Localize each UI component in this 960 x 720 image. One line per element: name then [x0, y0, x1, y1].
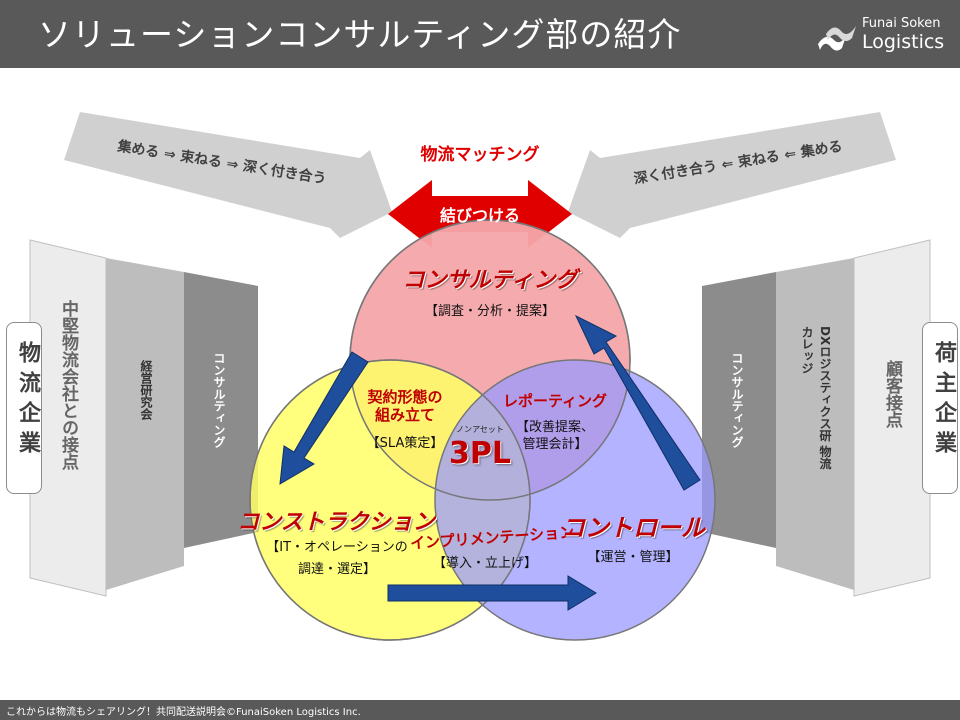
construction-title: コンストラクション [237, 510, 435, 535]
construction-sub-1: 【IT・オペレーションの [266, 540, 408, 555]
control-sub: 【運営・管理】 [587, 550, 679, 565]
contract-title-2: 組み立て [374, 406, 435, 424]
implementation-sub: 【導入・立上げ】 [432, 556, 537, 571]
logo-text-bottom: Logistics [862, 31, 945, 53]
center-3pl: 3PL [449, 436, 511, 471]
wave-logo-icon [818, 26, 856, 51]
company-logo: Funai Soken Logistics [816, 14, 946, 56]
left-panel-inner [184, 272, 258, 548]
left-gray-arrow [64, 112, 392, 238]
construction-sub-2: 調達・選定】 [297, 562, 376, 577]
reporting-sub-1: 【改善提案、 [515, 420, 594, 435]
control-title: コントロール [561, 514, 705, 542]
left-panel-inner-label: コンサルティング [212, 352, 226, 448]
flow-arrows [279, 314, 701, 611]
right-panel-outer-label: 顧客接点 [882, 360, 902, 428]
left-panel-outer-label: 中堅物流会社との接点 [58, 300, 78, 470]
logistics-company-label: 物流企業 [6, 322, 42, 494]
flow-arrow-down-left [279, 351, 369, 485]
header-bar: ソリューションコンサルティング部の紹介 Funai Soken Logistic… [0, 0, 960, 68]
footer-text: これからは物流もシェアリング！共同配送説明会©FunaiSoken Logist… [6, 707, 361, 718]
footer-bar: これからは物流もシェアリング！共同配送説明会©FunaiSoken Logist… [0, 700, 960, 720]
contract-sub: 【SLA策定】 [366, 436, 444, 451]
right-panel-inner-label: コンサルティング [730, 352, 744, 448]
contract-title-1: 契約形態の [367, 388, 443, 406]
matching-label: 物流マッチング [420, 145, 540, 165]
right-panel-middle-label: DXロジスティクス研 物流カレッジ [800, 326, 832, 470]
left-panel-middle-label: 経営研究会 [139, 360, 153, 420]
consulting-title: コンサルティング [402, 268, 578, 293]
connect-label: 結びつける [439, 206, 520, 225]
consulting-sub: 【調査・分析・提案】 [424, 304, 555, 319]
logistics-company-text: 物流企業 [15, 341, 40, 461]
center-ruby: ノンアセット [456, 425, 504, 434]
control-circle [434, 359, 716, 641]
flow-arrow-right [387, 575, 597, 611]
reporting-sub-2: 管理会計】 [522, 437, 588, 452]
solution-diagram [29, 112, 931, 641]
page-title: ソリューションコンサルティング部の紹介 [38, 15, 682, 54]
reporting-title: レポーティング [502, 392, 608, 410]
shipper-company-label: 荷主企業 [922, 322, 958, 494]
right-panel-middle [776, 258, 854, 590]
shipper-company-text: 荷主企業 [931, 341, 956, 461]
flow-arrow-up-left [574, 314, 701, 491]
logo-text-top: Funai Soken [862, 16, 941, 31]
right-panel-inner [702, 272, 776, 548]
left-panel-middle [106, 258, 184, 590]
right-gray-arrow [568, 112, 896, 238]
